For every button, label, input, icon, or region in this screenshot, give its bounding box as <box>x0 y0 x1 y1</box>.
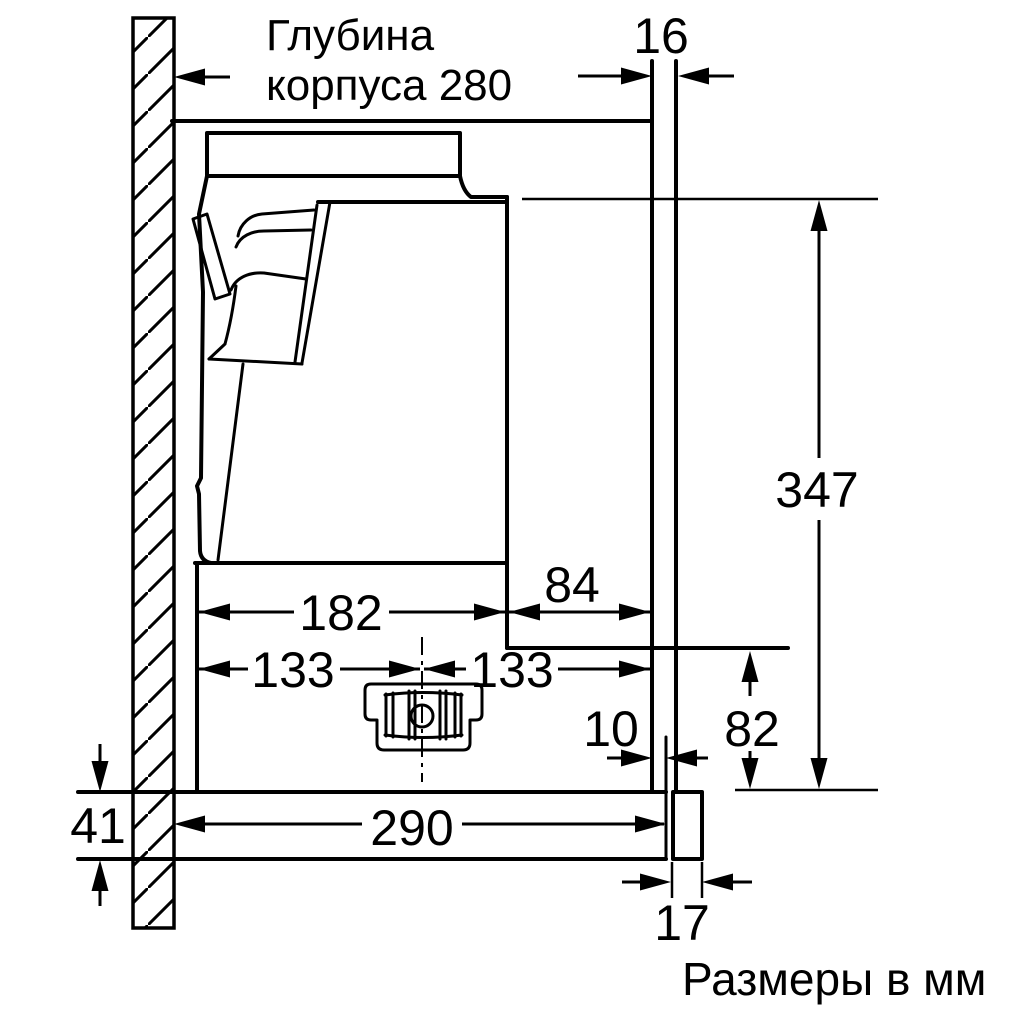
damper-valve <box>363 637 484 782</box>
dim-label-shelf-depth: 290 <box>370 800 453 856</box>
damper-outline <box>363 682 484 752</box>
wall-hatch <box>131 16 176 930</box>
cabinet-outline <box>170 59 678 792</box>
front-strip <box>671 790 704 861</box>
bracket-notch <box>458 174 509 199</box>
title-line1: Глубина <box>266 11 435 60</box>
wall-section <box>131 16 176 930</box>
mounting-bracket <box>205 131 462 178</box>
front-strip-extensions <box>670 862 704 898</box>
pullout-edge-inner <box>293 203 319 364</box>
depth280-and-16-lines <box>204 74 734 79</box>
bottom-shelf <box>76 735 704 898</box>
dim-label-duct-clearance: 10 <box>583 701 639 757</box>
wall-side-strip <box>191 212 232 301</box>
damper-ribs <box>384 689 463 741</box>
filter-curve-low <box>229 271 308 292</box>
body-left-outline <box>195 174 213 565</box>
filter-assembly <box>191 200 332 562</box>
dim-label-total-height: 347 <box>775 462 858 518</box>
hood-body <box>193 131 790 793</box>
dim-label-front-depth: 182 <box>299 585 382 641</box>
dim-label-front-strip: 17 <box>654 895 710 951</box>
dim-label-lower-height: 82 <box>724 701 780 757</box>
pullout-edge-outer <box>300 200 332 365</box>
front-slant-edge <box>216 362 245 562</box>
units-note: Размеры в мм <box>682 953 986 1005</box>
dim-label-duct-width: 16 <box>633 8 689 64</box>
filter-curve-top <box>236 208 316 238</box>
dim-label-center-left: 133 <box>251 642 334 698</box>
labels: Глубина корпуса 280 16 347 84 182 133 13… <box>70 8 986 1005</box>
dim-label-center-right: 133 <box>470 642 553 698</box>
dim-label-shelf-thickness: 41 <box>70 798 126 854</box>
dim-label-rear-depth: 84 <box>544 557 600 613</box>
title-line2: корпуса 280 <box>266 61 512 110</box>
filter-bottom-edge <box>207 357 304 366</box>
filter-curve-mid <box>234 228 313 249</box>
damper-barrel-rails <box>383 691 464 739</box>
filter-fold <box>207 284 238 361</box>
